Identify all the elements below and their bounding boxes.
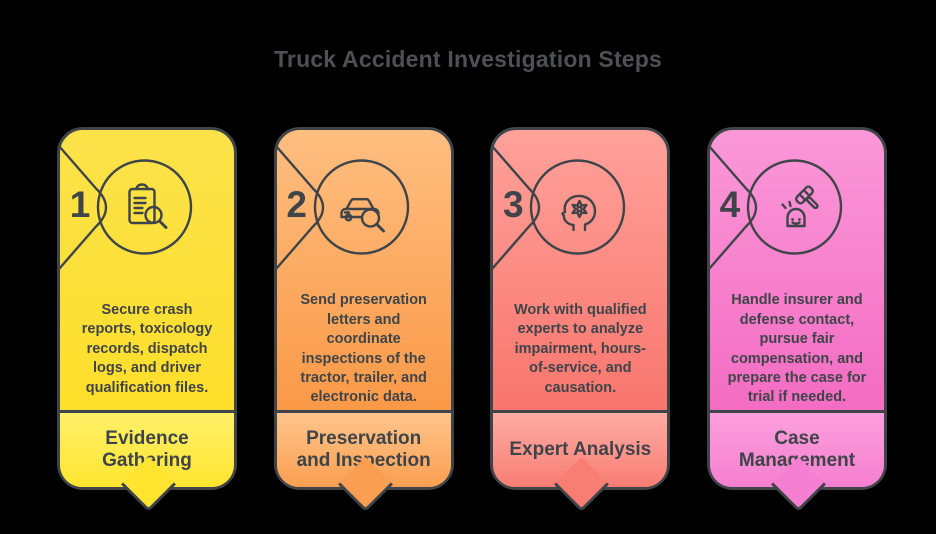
page-title: Truck Accident Investigation Steps: [273, 46, 663, 72]
head-gear-icon: [561, 194, 597, 232]
icon-circle: [746, 159, 843, 255]
car-search-icon: [339, 198, 385, 233]
step-number: 2: [286, 184, 307, 225]
step-card-expert-analysis: 3 Work with qualified experts to analyze…: [490, 127, 671, 513]
icon-circle: [313, 159, 409, 255]
clipboard-search-icon: [128, 183, 168, 229]
step-card-evidence-gathering: 1 Secure crash reports, toxicology recor…: [57, 127, 237, 513]
icon-circle: [96, 159, 193, 255]
gavel-icon: [781, 185, 819, 228]
step-description: Secure crash reports, toxicology records…: [81, 301, 213, 396]
icon-circle: [530, 159, 626, 255]
step-number: 4: [719, 184, 741, 225]
steps-row: 1 Secure crash reports, toxicology recor…: [57, 127, 887, 513]
step-number: 3: [503, 184, 524, 225]
step-card-case-management: 4 Handle insurer and defense contact, pu…: [706, 127, 887, 513]
step-description: Handle insurer and defense contact, purs…: [727, 292, 867, 406]
step-card-preservation-inspection: 2 Send preservation letters and coordina…: [273, 127, 454, 513]
step-description: Send preservation letters and coordinate…: [300, 292, 427, 406]
step-label: Case Management: [709, 410, 884, 487]
step-number: 1: [69, 184, 91, 225]
step-description: Work with qualified experts to analyze i…: [513, 301, 647, 396]
